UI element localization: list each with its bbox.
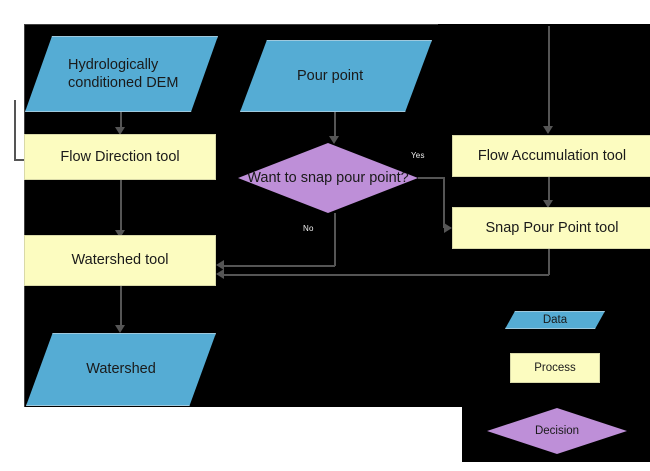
arrowhead-pour-point-to-decision	[329, 136, 339, 144]
connector-yes-segment-vertical	[443, 177, 445, 228]
node-label-snap-pour-point: Snap Pour Point tool	[485, 219, 619, 236]
node-watershed[interactable]: Watershed	[26, 333, 216, 406]
node-label-watershed-tool: Watershed tool	[71, 252, 169, 269]
node-label-pour-point: Pour point	[297, 67, 364, 84]
node-label-flow-accumulation: Flow Accumulation tool	[477, 147, 627, 164]
arrowhead-top-to-flow-accumulation	[543, 126, 553, 134]
connector-flow-direction-to-watershed-tool	[120, 180, 122, 235]
node-watershed-tool[interactable]: Watershed tool	[24, 235, 216, 286]
node-pour-point[interactable]: Pour point	[240, 40, 432, 112]
connector-no-segment-vertical	[334, 213, 336, 266]
connector-left-vertical	[14, 100, 16, 160]
connector-watershed-tool-to-watershed	[120, 286, 122, 330]
connector-flow-accumulation-to-snap	[548, 177, 550, 205]
node-label-flow-direction: Flow Direction tool	[60, 148, 180, 165]
legend-item-data: Data	[505, 311, 605, 329]
connector-snap-segment-vertical	[548, 248, 550, 275]
connector-no-segment-horizontal	[224, 265, 335, 267]
arrowhead-dem-to-flow-direction	[115, 127, 125, 135]
connector-yes-segment-horizontal-top	[418, 177, 444, 179]
arrowhead-yes-to-snap	[444, 223, 452, 233]
legend-item-process: Process	[510, 353, 600, 383]
arrowhead-flow-direction-to-watershed-tool	[115, 230, 125, 238]
edge-label-yes: Yes	[411, 151, 425, 160]
connector-left-into-flow-direction	[14, 159, 26, 161]
legend-label-process: Process	[534, 361, 576, 374]
node-label-dem: Hydrologically conditioned DEM	[68, 56, 179, 91]
node-hydrologically-conditioned-dem[interactable]: Hydrologically conditioned DEM	[25, 36, 218, 112]
connector-dem-to-flow-direction	[120, 112, 122, 132]
connector-top-to-flow-accumulation	[548, 26, 550, 130]
arrowhead-no-to-watershed-tool	[216, 260, 224, 270]
edge-label-no: No	[303, 224, 314, 233]
node-label-decision: Want to snap pour point?	[247, 169, 409, 186]
legend-label-data: Data	[542, 313, 568, 326]
node-snap-pour-point-tool[interactable]: Snap Pour Point tool	[452, 207, 650, 249]
arrowhead-flow-accumulation-to-snap	[543, 200, 553, 208]
node-label-watershed: Watershed	[86, 361, 156, 378]
connector-pour-point-to-decision	[334, 112, 336, 140]
arrowhead-watershed-tool-to-watershed	[115, 325, 125, 333]
node-flow-direction-tool[interactable]: Flow Direction tool	[24, 134, 216, 180]
connector-snap-segment-horizontal	[224, 274, 549, 276]
node-flow-accumulation-tool[interactable]: Flow Accumulation tool	[452, 135, 650, 177]
legend-label-decision: Decision	[534, 424, 580, 437]
arrowhead-snap-to-watershed-tool	[216, 269, 224, 279]
